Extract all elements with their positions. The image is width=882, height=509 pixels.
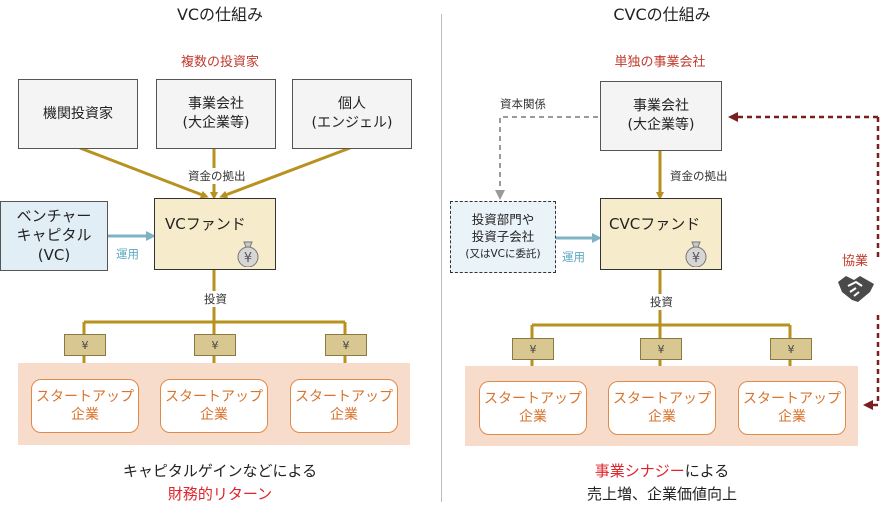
yen-banknote-icon: ¥: [640, 338, 682, 360]
left-title: VCの仕組み: [176, 5, 264, 24]
investment-dept-box: 投資部門や 投資子会社 (又はVCに委託): [450, 201, 556, 273]
investor-corporate: 事業会社 (大企業等): [156, 79, 276, 149]
left-caption-line1: キャピタルゲインなどによる: [122, 462, 318, 480]
right-startup-3: スタートアップ 企業: [738, 381, 846, 435]
yen-banknote-icon: ¥: [194, 334, 236, 356]
left-startup-2: スタートアップ 企業: [160, 379, 268, 433]
center-divider: [441, 14, 442, 502]
yen-banknote-icon: ¥: [64, 334, 106, 356]
company-heading: 単独の事業会社: [614, 54, 706, 70]
cvc-fund-label: CVCファンド: [609, 215, 701, 233]
collab-line: [728, 112, 880, 410]
capital-relation-label: 資本関係: [500, 97, 546, 111]
left-invest-tree: [80, 268, 349, 382]
venture-capital-box: ベンチャー キャピタル (VC): [0, 201, 108, 271]
yen-banknote-icon: ¥: [325, 334, 367, 356]
left-startup-3: スタートアップ 企業: [290, 379, 398, 433]
investor-individual: 個人 (エンジェル): [292, 79, 412, 149]
left-caption: キャピタルゲインなどによる 財務的リターン: [0, 460, 440, 505]
vc-fund-box: VCファンド ¥: [154, 198, 276, 270]
right-startup-1: スタートアップ 企業: [479, 381, 587, 435]
investors-heading: 複数の投資家: [180, 54, 259, 70]
right-invest-label: 投資: [648, 294, 675, 310]
money-bag-yen: ¥: [692, 251, 700, 266]
right-manage-label: 運用: [562, 250, 585, 264]
left-manage-label: 運用: [116, 247, 139, 261]
left-startup-1: スタートアップ 企業: [31, 379, 139, 433]
right-caption-emphasis: 事業シナジー: [594, 462, 685, 480]
yen-text: ¥: [657, 342, 665, 356]
yen-banknote-icon: ¥: [770, 338, 812, 360]
yen-text: ¥: [529, 342, 537, 356]
yen-text: ¥: [211, 338, 219, 352]
handshake-icon: [838, 276, 874, 302]
yen-text: ¥: [81, 338, 89, 352]
collab-label: 協業: [842, 254, 869, 269]
right-caption-line1: 事業シナジーによる: [442, 460, 882, 483]
money-bag-icon: ¥: [685, 241, 707, 267]
money-bag-yen: ¥: [244, 251, 252, 266]
cvc-parent-company: 事業会社 (大企業等): [600, 81, 722, 151]
left-funding-label: 資金の拠出: [186, 168, 248, 184]
investor-institutional: 機関投資家: [18, 79, 138, 149]
money-bag-icon: ¥: [237, 241, 259, 267]
yen-text: ¥: [787, 342, 795, 356]
right-caption-rest: による: [684, 462, 730, 480]
right-caption: 事業シナジーによる 売上増、企業価値向上: [442, 460, 882, 505]
capital-relation-line: [495, 116, 598, 200]
left-caption-line2: 財務的リターン: [167, 484, 273, 503]
yen-banknote-icon: ¥: [512, 338, 554, 360]
cvc-fund-box: CVCファンド ¥: [600, 198, 722, 270]
right-caption-line2: 売上増、企業価値向上: [586, 484, 737, 503]
investment-dept-note: (又はVCに委託): [465, 248, 541, 261]
right-funding-label: 資金の拠出: [670, 169, 728, 183]
yen-text: ¥: [342, 338, 350, 352]
investment-dept-label: 投資部門や 投資子会社: [471, 211, 535, 244]
right-startup-2: スタートアップ 企業: [608, 381, 716, 435]
right-title: CVCの仕組み: [613, 5, 711, 24]
vc-fund-label: VCファンド: [165, 215, 246, 233]
right-invest-tree: [528, 268, 794, 384]
left-invest-label: 投資: [202, 291, 229, 307]
